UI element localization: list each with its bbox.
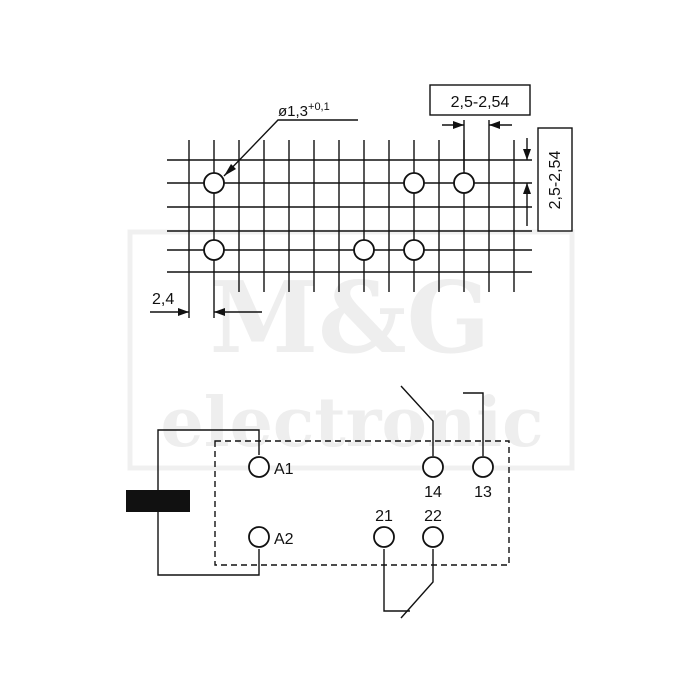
pcb-hole — [453, 172, 475, 194]
pin-13 — [472, 456, 494, 478]
pcb-hole — [403, 239, 425, 261]
hole-diameter-callout: ø1,3+0,1 — [223, 101, 358, 177]
pin-14 — [422, 456, 444, 478]
watermark-line2: electronic — [160, 383, 543, 463]
pin-a2 — [248, 526, 270, 548]
pin-22-label: 22 — [424, 508, 442, 525]
relay-schematic: A1 A2 14 13 21 22 — [126, 385, 510, 619]
pin-21-label: 21 — [375, 508, 393, 525]
pin-a1-label: A1 — [274, 461, 294, 478]
footprint-holes — [203, 172, 475, 261]
pcb-hole — [203, 172, 225, 194]
pitch-x-label: 2,5-2,54 — [451, 94, 510, 111]
pitch-x-dimension: 2,5-2,54 — [429, 84, 531, 170]
pin-14-label: 14 — [424, 484, 442, 501]
hole-tolerance-label: +0,1 — [308, 101, 330, 113]
pin-a2-label: A2 — [274, 531, 294, 548]
edge-offset-label: 2,4 — [152, 291, 174, 308]
nc-contact-blade — [400, 549, 434, 619]
pitch-y-label: 2,5-2,54 — [547, 151, 564, 210]
watermark: M&G electronic — [127, 229, 575, 471]
no-contact-blade — [400, 385, 434, 456]
pin-13-label: 13 — [474, 484, 492, 501]
pitch-y-dimension: 2,5-2,54 — [523, 127, 573, 232]
pcb-hole — [403, 172, 425, 194]
pcb-hole — [203, 239, 225, 261]
watermark-line1: M&G — [210, 261, 491, 376]
pcb-hole — [353, 239, 375, 261]
hole-diameter-label: ø1,3+0,1 — [278, 101, 330, 120]
footprint-grid — [167, 120, 532, 318]
pin-a1 — [248, 456, 270, 478]
relay-housing — [214, 440, 510, 566]
coil-symbol — [126, 490, 190, 512]
edge-offset-dimension: 2,4 — [150, 291, 262, 316]
pin-21 — [373, 526, 395, 548]
pin-22 — [422, 526, 444, 548]
